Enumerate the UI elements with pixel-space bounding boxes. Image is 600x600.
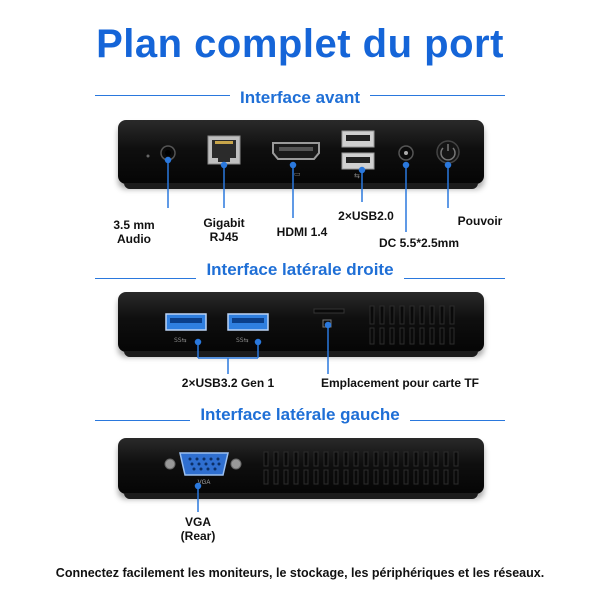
vga-port-icon [164,452,242,476]
left-connector-lines [194,482,202,512]
section-left-heading: Interface latérale gauche [0,405,600,425]
device-left-side: VGA [118,438,484,499]
label-hdmi: HDMI 1.4 [276,225,328,239]
front-connector-lines [164,156,452,232]
vent-slots-left [263,451,459,485]
footer-caption: Connectez facilement les moniteurs, le s… [55,566,545,580]
usb3-port-1-icon [165,313,207,331]
vent-slots-right [369,305,455,345]
label-audio: 3.5 mm Audio [104,218,164,246]
label-power: Pouvoir [457,214,503,228]
rj45-port-icon [207,135,241,165]
label-vga: VGA (Rear) [168,515,228,543]
device-right-side: SS⇆ SS⇆ [118,292,484,357]
label-vga-line1: VGA [184,515,211,529]
label-rj45-line2: RJ45 [209,230,239,244]
left-side-ports [164,451,459,485]
section-front-heading: Interface avant [0,88,600,108]
label-rj45-line1: Gigabit [203,216,245,230]
usb3-port-2-icon [227,313,269,331]
label-rj45: Gigabit RJ45 [194,216,254,244]
vga-port-text: VGA [197,480,211,486]
section-right-heading: Interface latérale droite [0,260,600,280]
front-ports: ▭ ⇆ [146,130,460,180]
svg-text:SS⇆: SS⇆ [236,337,249,344]
hdmi-port-icon [272,142,320,160]
dc-jack-icon [398,145,414,161]
right-side-ports: SS⇆ SS⇆ [165,305,455,345]
label-usb3: 2×USB3.2 Gen 1 [181,376,275,390]
svg-text:⇆: ⇆ [354,172,360,180]
label-tf-slot: Emplacement pour carte TF [320,376,480,390]
label-audio-line1: 3.5 mm [113,218,155,232]
device-front: ▭ ⇆ [118,120,484,189]
svg-text:SS⇆: SS⇆ [174,337,187,344]
right-connector-lines [194,321,332,374]
usb2-ports-icon [341,130,375,170]
label-usb2: 2×USB2.0 [338,209,394,223]
svg-text:▭: ▭ [294,170,301,178]
label-dc: DC 5.5*2.5mm [378,236,460,250]
page-title: Plan complet du port [96,22,504,66]
label-audio-line2: Audio [117,232,151,246]
label-vga-line2: (Rear) [180,529,216,543]
